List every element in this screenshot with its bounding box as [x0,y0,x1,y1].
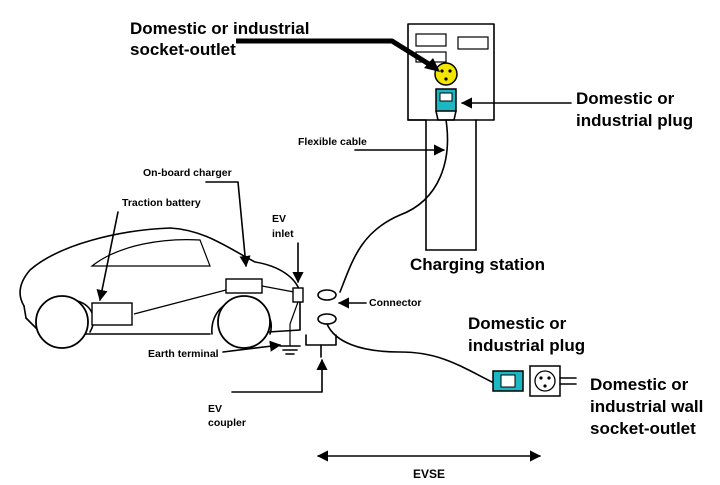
wall-plug [492,370,524,392]
traction-battery-box [91,302,133,326]
station-display-1 [415,33,447,47]
ev-inlet-label-line2: inlet [272,228,294,240]
onboard-charger-box [225,278,263,294]
supply-cable [326,323,493,383]
ev-coupler-label-line1: EV [208,403,222,415]
evse-label: EVSE [413,467,445,481]
onboard-charger-label: On-board charger [143,167,232,179]
connector-label: Connector [369,297,422,309]
ev-inlet-box [292,287,304,303]
onboard-charger-arrow [205,181,251,268]
station-socket-icon [434,62,458,86]
car-window [90,239,211,267]
rear-wheel [217,295,271,349]
connector-top [317,289,337,301]
earth-terminal-label: Earth terminal [148,348,219,360]
socket-outlet-arrow [236,38,434,69]
plug-mid-label-line1: Domestic or [468,314,567,333]
socket-outlet-label-line2: socket-outlet [130,40,236,59]
traction-battery-arrow [96,211,119,302]
ev-coupler-label-line2: coupler [208,417,246,429]
plug-mid-label-line2: industrial plug [468,336,585,355]
station-display-2 [457,36,489,50]
plug-top-label-line1: Domestic or [576,89,675,108]
wall-socket-label-line2: industrial wall [590,397,703,416]
wall-socket-label-line3: socket-outlet [590,419,696,438]
traction-battery-label: Traction battery [122,197,201,209]
ev-coupler-bracket [305,334,337,346]
wall-socket-label-line1: Domestic or [590,375,689,394]
ev-coupler-arrow [231,358,328,393]
flexible-cable-label: Flexible cable [298,136,367,148]
connector-bottom [317,313,337,325]
flexible-cable [339,119,449,293]
front-wheel [35,295,89,349]
charging-station-label: Charging station [410,255,545,274]
car [19,227,304,355]
earth-terminal-arrow [222,340,282,353]
wall-socket [529,365,577,397]
ev-inlet-label-line1: EV [272,213,286,225]
socket-outlet-label-line1: Domestic or industrial [130,19,309,38]
plug-top-label-line2: industrial plug [576,111,693,130]
